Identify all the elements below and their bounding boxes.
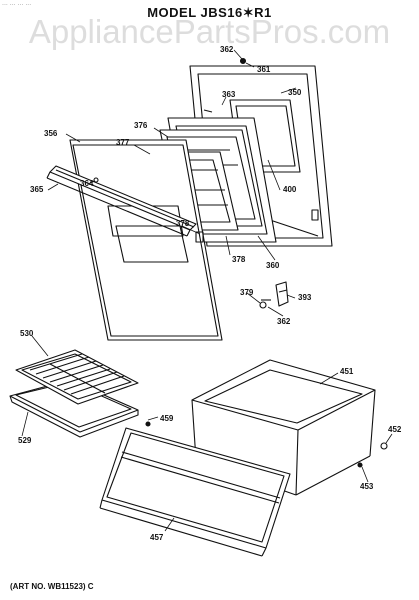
callout-457: 457 xyxy=(150,533,164,542)
callout-452: 452 xyxy=(388,425,402,434)
door-handle-365 xyxy=(46,165,197,237)
art-number: (ART NO. WB11523) C xyxy=(10,582,94,591)
callout-350: 350 xyxy=(288,88,302,97)
callout-378: 378 xyxy=(176,219,190,228)
model-title: MODEL JBS16✶R1 xyxy=(147,5,272,20)
callout-400: 400 xyxy=(283,185,297,194)
drawer-front-457 xyxy=(99,421,291,557)
callout-393: 393 xyxy=(298,293,312,302)
drawer-body-451 xyxy=(191,359,388,496)
watermark: AppliancePartsPros.com xyxy=(28,13,391,50)
callout-labels: 362 361 350 363 376 377 356 364 365 400 … xyxy=(18,45,402,542)
screw-379 xyxy=(259,299,271,309)
callout-377: 377 xyxy=(116,138,130,147)
callout-451: 451 xyxy=(340,367,354,376)
callout-363: 363 xyxy=(222,90,236,99)
callout-364: 364 xyxy=(80,179,94,188)
callout-362-lower: 362 xyxy=(277,317,291,326)
screw-361 xyxy=(239,57,247,65)
broiler-grid-530 xyxy=(15,349,139,405)
callout-360: 360 xyxy=(266,261,280,270)
top-crop-text: ... ... ... ... xyxy=(2,0,32,7)
callout-362: 362 xyxy=(220,45,234,54)
callout-459: 459 xyxy=(160,414,174,423)
callout-529: 529 xyxy=(18,436,32,445)
callout-376: 376 xyxy=(134,121,148,130)
callout-453: 453 xyxy=(360,482,374,491)
callout-530: 530 xyxy=(20,329,34,338)
hinge-393 xyxy=(275,281,289,307)
callout-379: 379 xyxy=(240,288,254,297)
callout-356: 356 xyxy=(44,129,58,138)
callout-361: 361 xyxy=(257,65,271,74)
callout-365: 365 xyxy=(30,185,44,194)
leader-lines xyxy=(21,49,393,532)
callout-378-lower: 378 xyxy=(232,255,246,264)
